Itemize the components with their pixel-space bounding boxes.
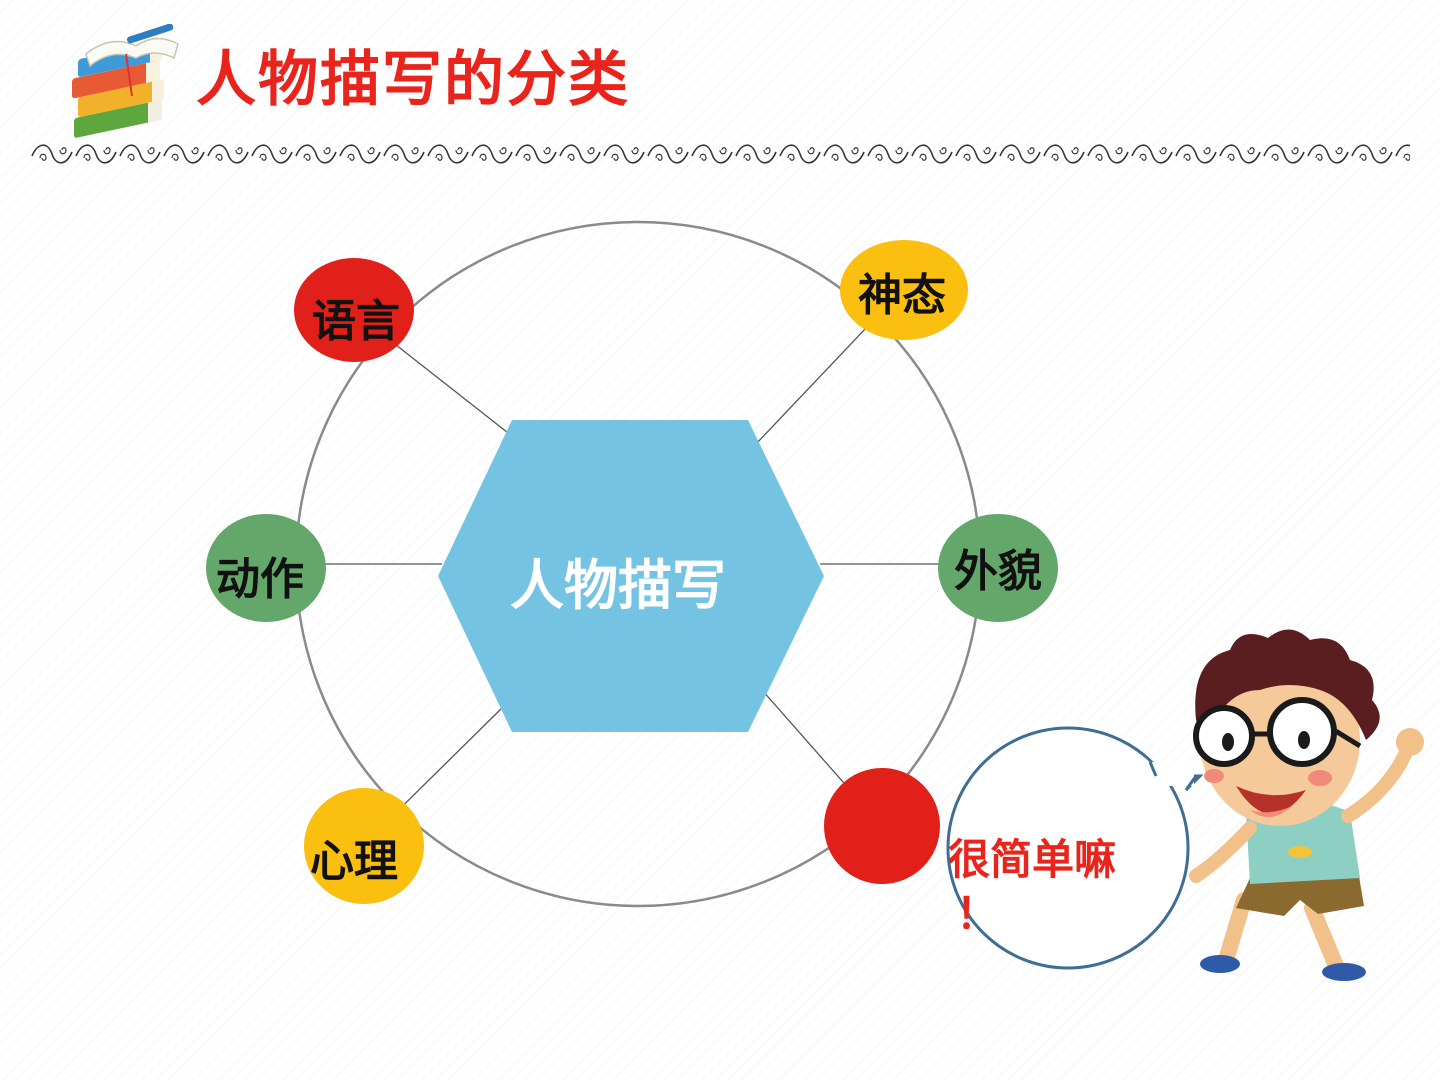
node-blank-circle [824, 768, 940, 884]
books-icon [72, 24, 179, 138]
speech-bubble: 很简单嘛 ！ [946, 726, 1204, 970]
speech-bubble-text: 很简单嘛 [948, 835, 1116, 884]
center-hexagon [438, 420, 824, 732]
node-expression: 神态 [840, 240, 968, 340]
node-action-circle [206, 514, 326, 622]
node-appearance: 外貌 [938, 514, 1058, 622]
node-action: 动作 [206, 514, 326, 622]
node-expression-label: 神态 [858, 270, 946, 321]
node-action-label: 动作 [216, 554, 304, 605]
node-blank [824, 768, 940, 884]
node-appearance-label: 外貌 [954, 546, 1042, 597]
node-psychology: 心理 [304, 788, 424, 904]
node-psychology-label: 心理 [310, 836, 398, 887]
center-label: 人物描写 [510, 554, 726, 617]
node-psychology-circle [304, 788, 424, 904]
node-expression-circle [840, 240, 968, 340]
cartoon-boy-illustration [1189, 629, 1424, 981]
node-language-circle [294, 258, 414, 362]
node-appearance-circle [938, 514, 1058, 622]
scroll-ornament-divider [30, 138, 1410, 170]
page-title: 人物描写的分类 [196, 45, 630, 115]
node-language: 语言 [294, 258, 414, 362]
node-language-label: 语言 [312, 296, 400, 347]
speech-bubble-exclamation: ！ [956, 889, 998, 938]
